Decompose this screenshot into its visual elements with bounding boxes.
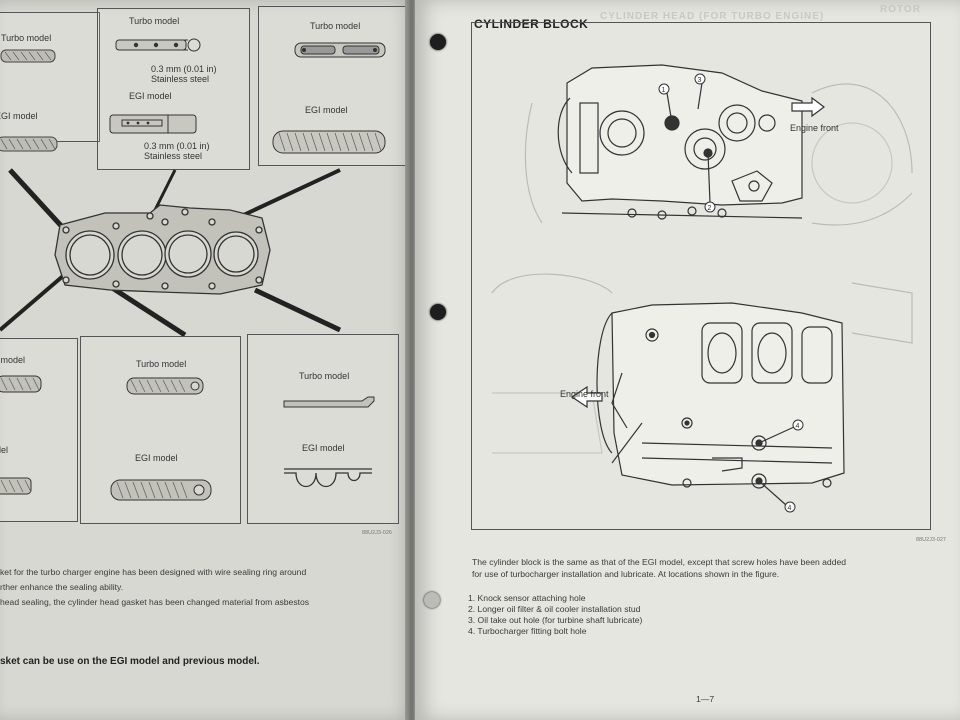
- list-item-2: 2. Longer oil filter & oil cooler instal…: [468, 604, 641, 614]
- punch-hole-middle: [430, 304, 446, 320]
- cylinder-head-gasket-diagram: [0, 168, 342, 338]
- cylinder-block-side-view: 4 4: [491, 273, 913, 513]
- engine-front-label-top: Engine front: [790, 123, 839, 133]
- egi-gasket-section-icon: [109, 114, 197, 134]
- body-line-2: rther enhance the sealing ability.: [0, 582, 124, 592]
- egi-model-label: odel: [0, 445, 9, 455]
- turbo-gasket-section-icon: [126, 377, 204, 395]
- compatibility-note: sket can be use on the EGI model and pre…: [0, 656, 260, 667]
- section-title: CYLINDER BLOCK: [474, 17, 589, 31]
- turbo-gasket-wire-ring-icon: [115, 38, 201, 52]
- gasket-detail-box-c: Turbo model EGI model: [258, 6, 406, 166]
- turbo-model-label: Turbo model: [136, 359, 187, 369]
- egi-material-spec: Stainless steel: [144, 151, 203, 161]
- body-line-3: head sealing, the cylinder head gasket h…: [0, 597, 310, 607]
- turbo-model-label: Turbo model: [1, 33, 52, 43]
- engine-front-label-bottom: Engine front: [560, 389, 609, 399]
- gasket-detail-box-e: Turbo model EGI model: [80, 336, 241, 524]
- egi-model-label: EGI model: [135, 453, 178, 463]
- callout-3: 3: [698, 77, 702, 84]
- turbo-gasket-section-icon: [0, 375, 42, 393]
- callout-2: 2: [708, 205, 712, 212]
- egi-model-label: EGI model: [302, 443, 345, 453]
- punch-hole-top: [430, 34, 446, 50]
- ghost-header-right: ROTOR: [880, 4, 921, 15]
- egi-gasket-section-icon: [0, 477, 32, 495]
- figure-ref-code: 88U2J3-026: [362, 530, 392, 536]
- callout-1: 1: [662, 87, 666, 94]
- gasket-detail-box-d: o model odel: [0, 338, 78, 522]
- body-line-1: The cylinder block is the same as that o…: [472, 557, 847, 567]
- egi-gasket-section-icon: [0, 136, 58, 152]
- body-line-1: ket for the turbo charger engine has bee…: [0, 567, 307, 577]
- turbo-model-label: Turbo model: [299, 371, 350, 381]
- turbo-gasket-profile-icon: [283, 396, 375, 408]
- cylinder-block-figure: 1 3 2 Engine front 4 4: [471, 22, 931, 530]
- turbo-model-label: Turbo model: [129, 16, 180, 26]
- callout-4a: 4: [796, 423, 800, 430]
- callout-4b: 4: [788, 505, 792, 512]
- gasket-detail-box-f: Turbo model EGI model: [247, 334, 399, 524]
- gasket-detail-box-a: Turbo model EGI model: [0, 12, 100, 152]
- turbo-material-spec: Stainless steel: [151, 74, 210, 84]
- egi-gasket-profile-icon: [284, 468, 372, 488]
- turbo-thickness-spec: 0.3 mm (0.01 in): [151, 64, 217, 74]
- turbo-model-label: o model: [0, 355, 26, 365]
- list-item-1: 1. Knock sensor attaching hole: [468, 593, 586, 603]
- list-item-4: 4. Turbocharger fitting bolt hole: [468, 626, 587, 636]
- egi-model-label: EGI model: [129, 91, 172, 101]
- egi-gasket-section-icon: [110, 479, 212, 501]
- punch-hole-bottom: [424, 592, 440, 608]
- gasket-detail-box-b: Turbo model 0.3 mm (0.01 in) Stainless s…: [97, 8, 250, 170]
- list-item-3: 3. Oil take out hole (for turbine shaft …: [468, 615, 643, 625]
- egi-gasket-section-icon: [272, 130, 386, 154]
- left-page: Turbo model EGI model Turbo model 0.3 mm…: [0, 0, 412, 720]
- egi-model-label: EGI model: [305, 105, 348, 115]
- figure-ref-code: 88U2J3-027: [916, 537, 946, 543]
- body-line-2: for use of turbocharger installation and…: [472, 569, 780, 579]
- egi-thickness-spec: 0.3 mm (0.01 in): [144, 141, 210, 151]
- turbo-gasket-section-icon: [0, 49, 56, 63]
- cylinder-block-top-view: 1 3 2: [524, 64, 913, 226]
- turbo-model-label: Turbo model: [310, 21, 361, 31]
- ghost-header-left: CYLINDER HEAD (FOR TURBO ENGINE): [600, 11, 825, 22]
- turbo-gasket-hole-icon: [294, 42, 386, 58]
- page-number: 1—7: [696, 694, 715, 704]
- egi-model-label: EGI model: [0, 111, 38, 121]
